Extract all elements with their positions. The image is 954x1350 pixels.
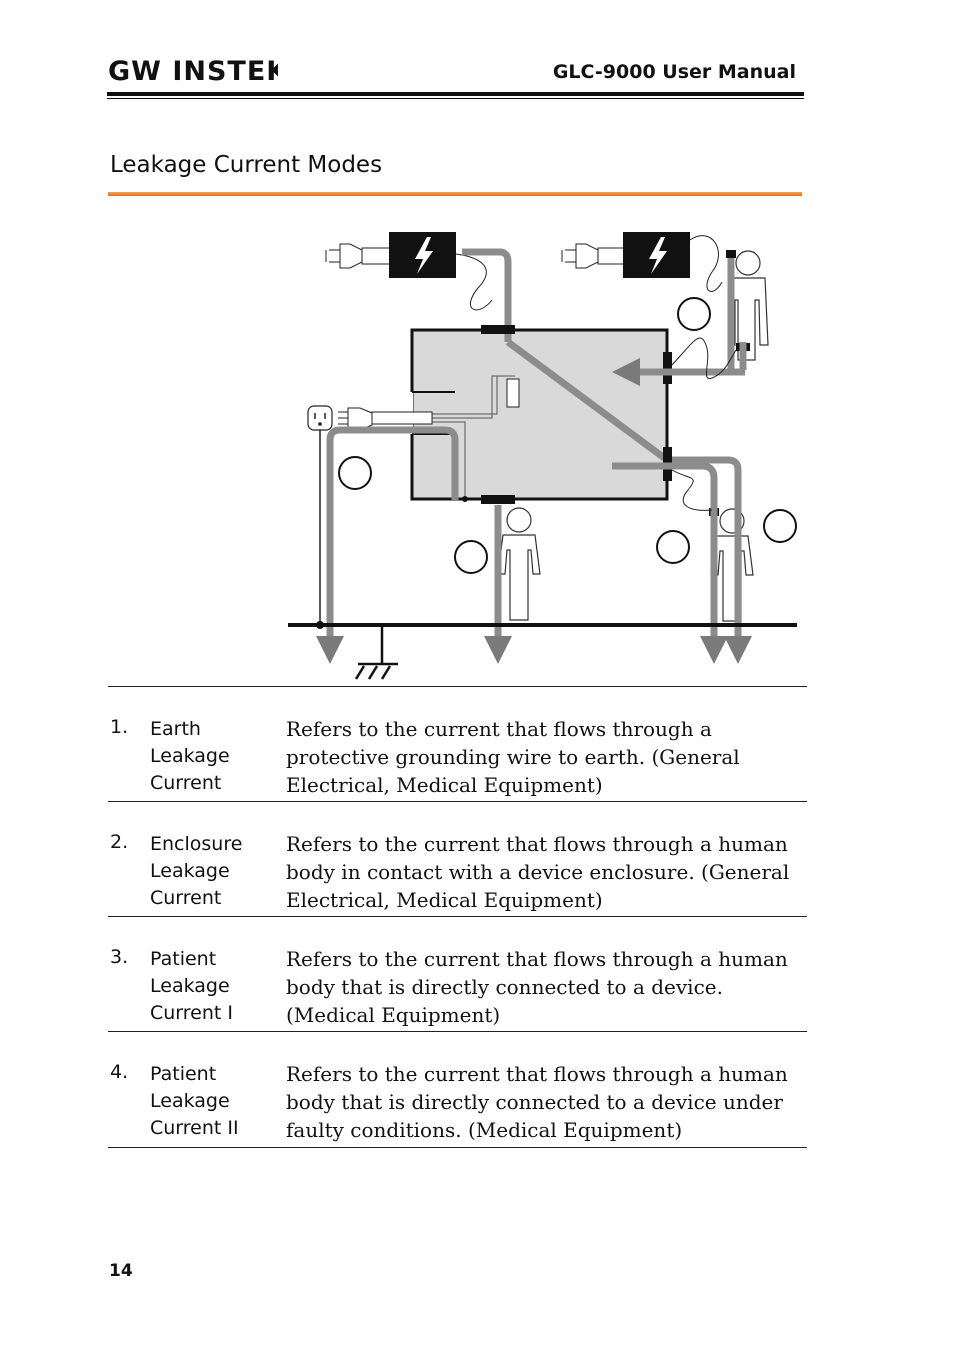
page-number: 14: [109, 1261, 133, 1281]
mode-marker-circle: [763, 509, 797, 543]
earth-ground-icon: [354, 625, 398, 680]
mode-description: Refers to the current that flows through…: [286, 947, 788, 1027]
power-source-1: [325, 232, 493, 311]
person-figure-patient-1: [726, 250, 769, 361]
power-source-2: [561, 232, 723, 292]
mode-number: 2.: [110, 831, 129, 853]
mode-number: 4.: [110, 1061, 129, 1083]
row-divider: [108, 916, 807, 917]
section-title: Leakage Current Modes: [110, 152, 383, 178]
header-rule-thick: [107, 92, 804, 96]
mode-marker-circle: [454, 540, 488, 574]
row-divider: [108, 1031, 807, 1032]
gw-instek-logo: GW INSTEK: [108, 56, 278, 84]
manual-title: GLC-9000 User Manual: [552, 61, 796, 83]
wall-outlet: [307, 405, 333, 431]
svg-text:GW INSTEK: GW INSTEK: [108, 56, 278, 84]
leakage-current-diagram: [288, 232, 797, 680]
internal-resistor: [506, 378, 520, 408]
mode-number: 1.: [110, 716, 129, 738]
header-rule-thin: [107, 98, 804, 99]
mode-marker-circle: [338, 456, 372, 490]
section-rule: [108, 192, 802, 196]
mode-description: Refers to the current that flows through…: [286, 717, 740, 797]
mode-marker-circle: [656, 530, 690, 564]
table-top-rule: [108, 686, 807, 687]
person-figure-enclosure: [497, 507, 541, 621]
mode-marker-circle: [677, 297, 711, 331]
mode-description: Refers to the current that flows through…: [286, 832, 790, 912]
row-divider: [108, 801, 807, 802]
mode-number: 3.: [110, 946, 129, 968]
row-divider: [108, 1147, 807, 1148]
mode-description: Refers to the current that flows through…: [286, 1062, 788, 1142]
